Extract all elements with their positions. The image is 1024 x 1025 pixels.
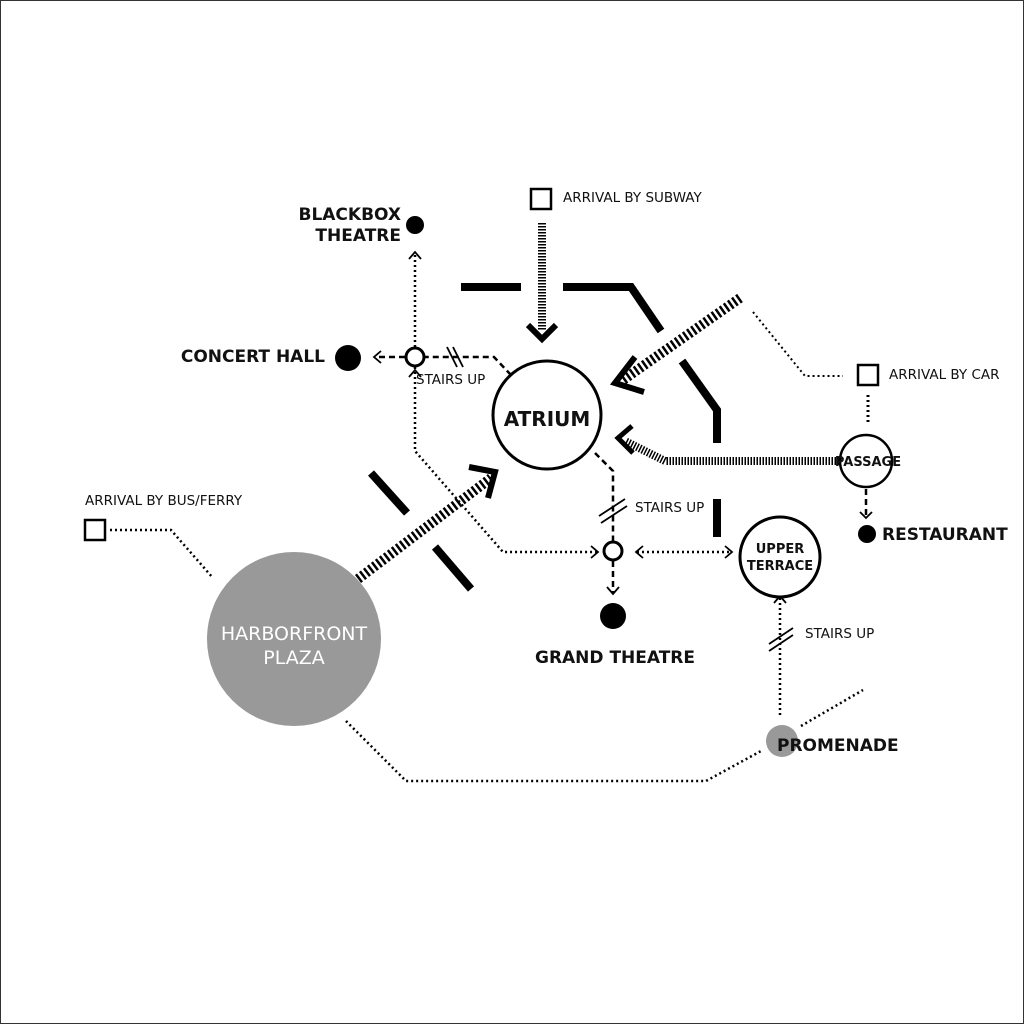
blackbox-label-line1: BLACKBOX bbox=[298, 205, 401, 225]
flow-passage-to-atrium bbox=[623, 437, 839, 465]
stairs-up-terrace-label: STAIRS UP bbox=[805, 626, 874, 642]
path-atrium-to-grand-junction bbox=[594, 452, 615, 542]
arrowhead-car bbox=[609, 355, 645, 395]
arrowhead-concert bbox=[372, 350, 382, 364]
grand-theatre-dot[interactable] bbox=[600, 603, 626, 629]
stairs-icon-terrace bbox=[768, 627, 794, 645]
walls bbox=[368, 283, 721, 592]
arrowhead-plaza bbox=[468, 464, 499, 499]
upper-terrace-node[interactable] bbox=[738, 515, 822, 599]
wall-diag-lower bbox=[431, 544, 475, 592]
wall-top-right bbox=[563, 283, 665, 334]
junctions bbox=[404, 346, 624, 562]
grand-theatre-label: GRAND THEATRE bbox=[535, 648, 695, 668]
restaurant-dot[interactable] bbox=[858, 525, 876, 543]
blackbox-label-line2: THEATRE bbox=[315, 226, 401, 246]
path-promenade-east bbox=[800, 688, 864, 728]
flow-car-to-atrium bbox=[620, 293, 743, 385]
stairs-up-concert-label: STAIRS UP bbox=[416, 372, 485, 388]
arrowhead-blackbox bbox=[408, 250, 422, 260]
concert-hall-label: CONCERT HALL bbox=[181, 347, 325, 367]
path-atrium-to-concert-junction bbox=[425, 355, 512, 376]
bus-ferry-arrival-icon[interactable] bbox=[83, 518, 107, 542]
bus-ferry-arrival-label: ARRIVAL BY BUS/FERRY bbox=[85, 493, 243, 509]
subway-arrival-label: ARRIVAL BY SUBWAY bbox=[563, 190, 702, 206]
junction-grand[interactable] bbox=[602, 540, 624, 562]
stairs-up-grand-label: STAIRS UP bbox=[635, 500, 704, 516]
wall-right-bent bbox=[678, 358, 721, 443]
subway-arrival-icon[interactable] bbox=[529, 187, 553, 211]
upper-terrace-label-line1: UPPER bbox=[756, 542, 805, 557]
promenade-label: PROMENADE bbox=[777, 736, 899, 756]
promenade-node[interactable] bbox=[766, 725, 798, 757]
hubs: HARBORFRONT PLAZA ATRIUM UPPER TERRACE P… bbox=[207, 359, 901, 757]
path-bus-ferry-link bbox=[110, 528, 214, 579]
arrowhead-subway bbox=[525, 322, 559, 344]
path-concert-to-grand-junction bbox=[413, 367, 597, 554]
car-arrival-label: ARRIVAL BY CAR bbox=[889, 367, 1000, 383]
stairs-icon-grand bbox=[598, 498, 626, 517]
passage-node[interactable] bbox=[838, 433, 894, 489]
arrowhead-passage bbox=[614, 424, 635, 455]
plaza-label-line1: HARBORFRONT bbox=[221, 623, 368, 645]
destinations: BLACKBOX THEATRE CONCERT HALL GRAND THEA… bbox=[181, 205, 1008, 668]
path-car-arrival-link bbox=[752, 311, 843, 377]
path-plaza-to-promenade bbox=[345, 720, 762, 783]
plaza-label-line2: PLAZA bbox=[263, 647, 325, 669]
atrium-node[interactable] bbox=[491, 359, 603, 471]
junction-concert[interactable] bbox=[404, 346, 426, 368]
passage-label: PASSAGE bbox=[835, 455, 901, 470]
stairs-annotations: STAIRS UP STAIRS UP STAIRS UP bbox=[416, 372, 874, 642]
concert-hall-dot[interactable] bbox=[335, 345, 361, 371]
wall-diag-upper bbox=[368, 470, 410, 516]
car-arrival-icon[interactable] bbox=[856, 363, 880, 387]
stairs-icon-concert bbox=[446, 346, 458, 368]
atrium-label: ATRIUM bbox=[504, 407, 591, 431]
flow-plaza-to-atrium bbox=[354, 474, 495, 583]
secondary-paths bbox=[110, 250, 873, 783]
harborfront-plaza-node[interactable] bbox=[207, 552, 381, 726]
upper-terrace-label-line2: TERRACE bbox=[747, 559, 813, 574]
arrivals: ARRIVAL BY SUBWAY ARRIVAL BY CAR ARRIVAL… bbox=[83, 187, 1000, 542]
main-flows bbox=[354, 223, 839, 583]
restaurant-label: RESTAURANT bbox=[882, 525, 1008, 545]
blackbox-theatre-dot[interactable] bbox=[406, 216, 424, 234]
